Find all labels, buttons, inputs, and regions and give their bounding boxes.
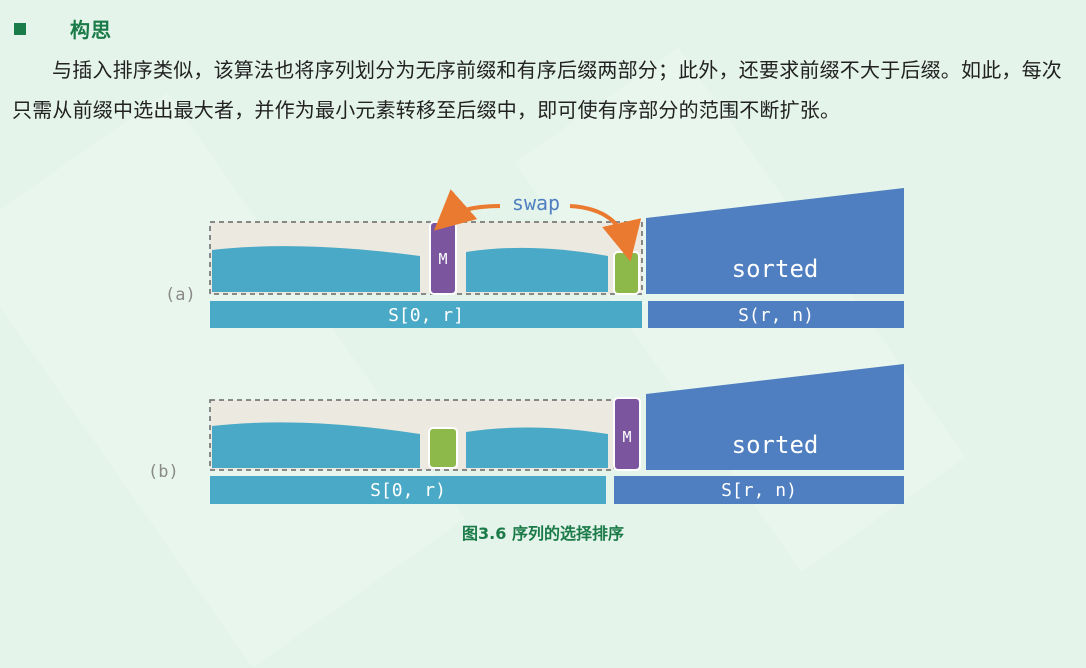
sorted-suffix-wedge — [646, 188, 904, 294]
selection-sort-figure: (a) M sorted swap S[0, r] S(r, n) (b) — [148, 188, 904, 504]
max-element-label: M — [438, 250, 447, 268]
prefix-range-label: S[0, r) — [370, 480, 446, 501]
sorted-suffix-wedge — [646, 364, 904, 470]
panel-a-label: (a) — [165, 285, 196, 305]
swap-arrow-right — [569, 204, 642, 262]
section-paragraph: 与插入排序类似，该算法也将序列划分为无序前缀和有序后缀两部分；此外，还要求前缀不… — [12, 58, 1062, 122]
panel-b: (b) M sorted S[0, r) S[r, n) — [148, 364, 904, 504]
figure-caption: 图3.6 序列的选择排序 — [462, 524, 624, 543]
sorted-label: sorted — [732, 431, 819, 459]
prefix-range-label: S[0, r] — [388, 305, 464, 326]
suffix-range-bar — [614, 476, 904, 504]
min-element — [428, 427, 458, 469]
swap-label: swap — [512, 191, 560, 215]
panel-b-label: (b) — [148, 462, 179, 482]
section-heading: 构思 — [14, 14, 112, 43]
suffix-range-label: S(r, n) — [738, 305, 814, 326]
page: 构思 与插入排序类似，该算法也将序列划分为无序前缀和有序后缀两部分；此外，还要求… — [12, 14, 1062, 543]
swap-arrow-left — [434, 189, 501, 231]
max-element-label: M — [622, 428, 631, 446]
min-element-slot — [613, 251, 640, 295]
prefix-right-wave — [466, 247, 608, 292]
sorted-label: sorted — [732, 255, 819, 283]
panel-a: (a) M sorted swap S[0, r] S(r, n) — [165, 188, 904, 328]
max-element — [613, 397, 641, 471]
section-title: 构思 — [70, 18, 112, 42]
suffix-range-bar — [648, 301, 904, 328]
prefix-range-bar — [210, 476, 606, 504]
prefix-range-bar — [210, 301, 642, 328]
prefix-right-wave — [466, 427, 608, 468]
heading-bullet-icon — [14, 22, 26, 35]
prefix-left-wave — [212, 246, 420, 292]
prefix-left-wave — [212, 422, 420, 468]
suffix-range-label: S[r, n) — [721, 480, 797, 501]
